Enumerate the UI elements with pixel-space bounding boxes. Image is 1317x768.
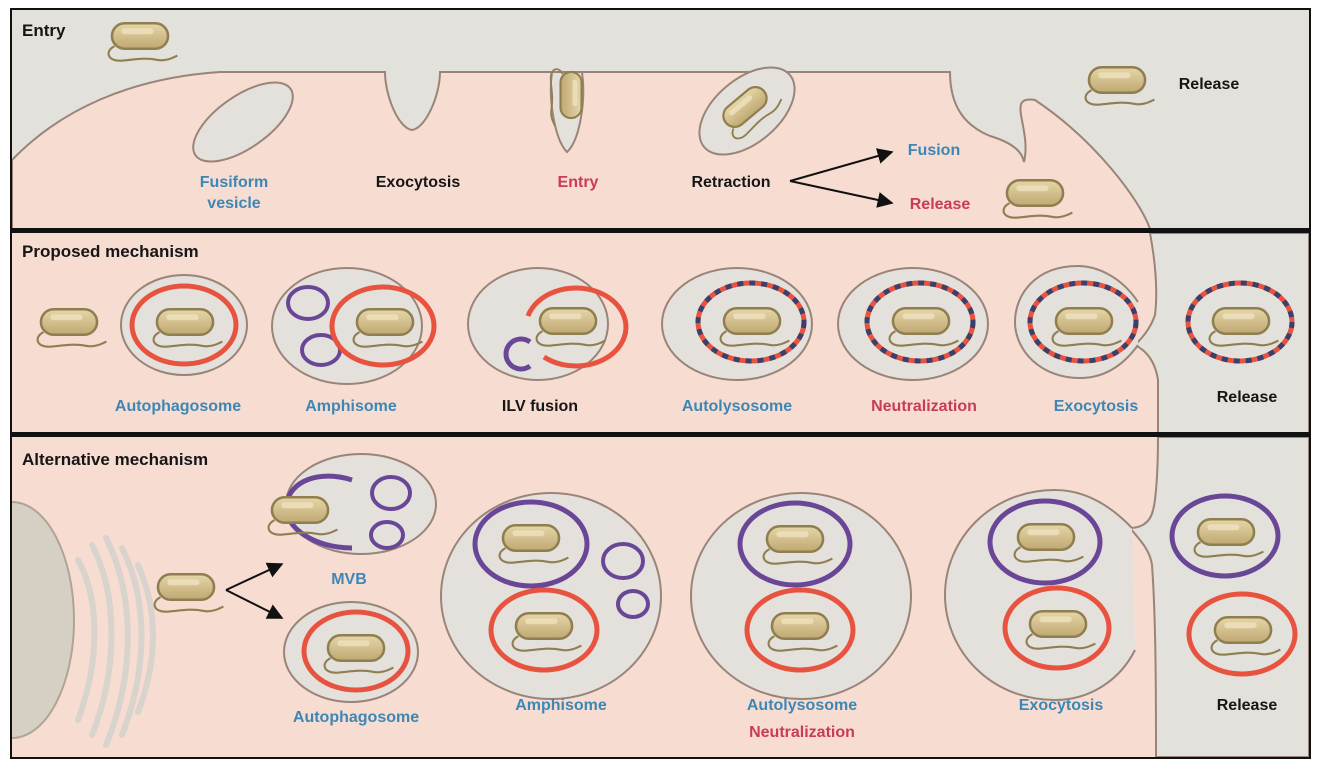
label-exocytosis-alternative: Exocytosis <box>1019 697 1104 714</box>
label-autolysosome-alternative: Autolysosome <box>747 697 857 714</box>
alternative-panel <box>12 437 1309 757</box>
autophagosome-ring-icon <box>488 587 600 673</box>
label-entry: Entry <box>558 174 599 191</box>
mvb-ring-icon <box>370 475 412 511</box>
cell-membrane-top <box>12 71 1152 229</box>
autophagosome-ring-icon <box>329 284 437 368</box>
autolysosome-ring-icon <box>1185 280 1295 364</box>
label-retraction: Retraction <box>691 174 770 191</box>
label-exocytosis-entry: Exocytosis <box>376 174 461 191</box>
autophagosome-ring-icon <box>744 587 856 673</box>
mvb-ring-icon <box>616 589 650 619</box>
autolysosome-ring-icon <box>864 280 976 364</box>
alternative-panel-title: Alternative mechanism <box>22 450 208 469</box>
label-fusiform-vesicle-2: vesicle <box>207 195 260 212</box>
label-ilv-fusion: ILV fusion <box>502 398 578 415</box>
label-autophagosome-proposed: Autophagosome <box>115 398 241 415</box>
entry-panel <box>12 10 1309 229</box>
mvb-ring-icon <box>286 285 330 321</box>
label-fusion: Fusion <box>908 142 960 159</box>
mvb-ring-icon <box>987 498 1103 586</box>
ilv-fusion-ring <box>525 285 629 369</box>
autophagosome-ring-icon <box>1002 585 1112 671</box>
panel-divider <box>11 432 1310 437</box>
mvb-ring-icon <box>1169 493 1281 579</box>
autolysosome-ring-icon <box>695 280 807 364</box>
golgi-icon <box>75 535 156 748</box>
mvb-ring-icon <box>601 542 645 580</box>
label-amphisome-alternative: Amphisome <box>515 697 607 714</box>
nucleus-icon <box>12 501 75 739</box>
arrow-icon <box>789 148 894 182</box>
fusiform-vesicle <box>192 81 294 163</box>
label-release-outside: Release <box>1179 76 1240 93</box>
mvb-ring-icon <box>737 500 853 588</box>
label-autophagosome-alternative: Autophagosome <box>293 709 419 726</box>
arrow-icon <box>789 180 894 208</box>
ilv-fusion-vesicle <box>467 267 609 381</box>
label-release-alternative: Release <box>1217 697 1278 714</box>
arrow-icon <box>225 589 284 619</box>
autolysosome-vesicle <box>690 492 912 700</box>
entry-panel-title: Entry <box>22 21 66 40</box>
label-autolysosome-proposed: Autolysosome <box>682 398 792 415</box>
label-neutralization-alternative: Neutralization <box>749 724 855 741</box>
label-fusiform-vesicle-1: Fusiform <box>200 174 268 191</box>
autophagosome-ring-icon <box>1186 591 1298 677</box>
label-amphisome-proposed: Amphisome <box>305 398 397 415</box>
panel-divider <box>11 228 1310 233</box>
proposed-panel <box>12 233 1309 433</box>
figure-frame <box>10 8 1311 759</box>
label-release-inside: Release <box>910 196 971 213</box>
label-neutralization-proposed: Neutralization <box>871 398 977 415</box>
autophagosome-ring-icon <box>129 283 239 367</box>
mvb-ring-icon <box>503 336 532 372</box>
proposed-panel-title: Proposed mechanism <box>22 242 199 261</box>
label-mvb: MVB <box>331 571 367 588</box>
label-exocytosis-proposed: Exocytosis <box>1054 398 1139 415</box>
autolysosome-ring-icon <box>1027 280 1139 364</box>
mvb-ring-icon <box>472 499 590 589</box>
autophagosome-ring-icon <box>301 609 411 693</box>
arrow-icon <box>225 562 284 591</box>
amphisome-vesicle <box>271 267 423 385</box>
label-release-proposed: Release <box>1217 389 1278 406</box>
mvb-ring-icon <box>369 520 405 550</box>
